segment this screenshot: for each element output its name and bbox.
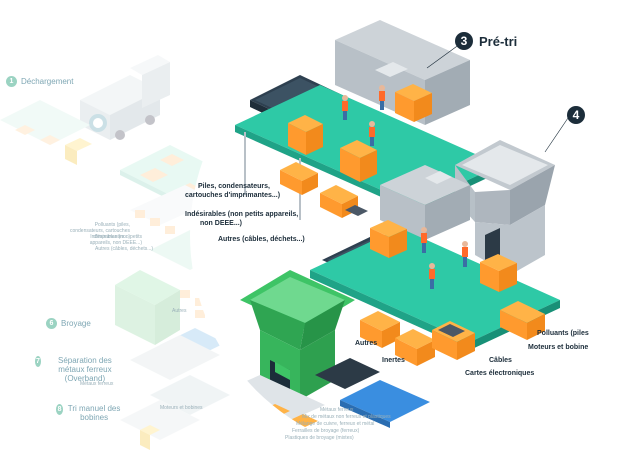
step-1-number: 1 (6, 76, 17, 87)
lower-bins (360, 301, 545, 366)
faded-label-moteurs: Moteurs et bobines (160, 405, 203, 411)
bottom-label-ferrailles: Ferrailles de broyage (ferreux) (292, 428, 360, 434)
step-3-number: 3 (455, 32, 473, 50)
step-6-number: 6 (46, 318, 57, 329)
workers-lower (421, 227, 468, 289)
step-6-text: Broyage (61, 319, 91, 328)
step-3-title: Pré-tri (479, 33, 518, 49)
upper-label-cartouches: cartouches d'imprimantes...) (185, 192, 281, 199)
lower-label-moteurs: Moteurs et bobine (528, 344, 589, 351)
upper-label-autres: Autres (câbles, déchets...) (218, 236, 305, 243)
upper-label-piles: Piles, condensateurs, (198, 183, 270, 190)
step-1-text: Déchargement (21, 77, 74, 86)
lower-sorting-platform (310, 228, 560, 342)
zoom-content (215, 20, 560, 440)
lower-label-inertes: Inertes (382, 357, 405, 364)
lower-label-cables: Câbles (489, 357, 512, 364)
step-4-number: 4 (567, 106, 585, 124)
step-7-number: 7 (35, 356, 41, 367)
hopper-grey (455, 140, 555, 275)
upper-label-indesirables: Indésirables (non petits appareils, (185, 211, 299, 218)
faded-label-polluants: Polluants (piles, condensateurs, cartouc… (69, 222, 130, 240)
faded-label-indesirables: Indésirables (non petits appareils, non … (89, 234, 142, 246)
step-8-text: Tri manuel des bobines (67, 404, 121, 422)
lower-label-cartes: Cartes électroniques (465, 370, 535, 377)
step-6-label: 6 Broyage (46, 318, 91, 329)
lower-label-autres: Autres (355, 340, 378, 347)
step-8-number: 8 (56, 404, 64, 415)
truck-illustration (80, 55, 170, 140)
step-8-label: 8 Tri manuel des bobines (56, 404, 121, 422)
blue-conveyor (340, 380, 430, 422)
step-1-label: 1 Déchargement (6, 76, 73, 87)
upper-label-non-deee: non DEEE...) (200, 220, 242, 227)
bottom-label-melange-cuivre: Mélange de cuivre, ferreux et métal (296, 421, 375, 427)
bottom-label-plastiques: Plastiques de broyage (mixtes) (285, 435, 354, 441)
sorting-cabin-middle (380, 165, 470, 240)
step-7-text: Séparation des métaux ferreux (Overband) (57, 356, 112, 383)
bottom-label-metaux-ferreux: Métaux ferreux (320, 407, 354, 413)
faded-label-autres: Autres (câbles, déchets...) (95, 246, 154, 252)
workers-upper (342, 85, 385, 146)
upper-bins (280, 162, 368, 218)
bottom-label-mix-metaux: Mix de métaux non ferreux et plastiques (302, 414, 391, 420)
step-3-header: 3 Pré-tri (455, 32, 517, 50)
lower-label-polluants: Polluants (piles (537, 330, 589, 337)
faded-label-metaux-ferreux: Métaux ferreux (80, 381, 114, 387)
shredder-faded (115, 270, 180, 345)
upper-boxes (288, 84, 432, 182)
step-7-label: 7 Séparation des métaux ferreux (Overban… (35, 356, 125, 383)
faded-label-autres-2: Autres (172, 308, 187, 314)
lower-boxes (370, 220, 517, 292)
